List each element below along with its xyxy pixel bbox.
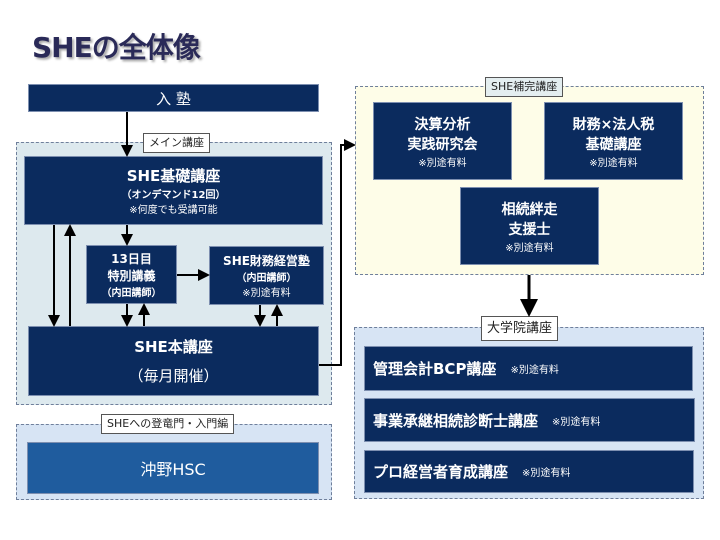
finance-note: ※別途有料 xyxy=(242,288,291,299)
graduate-item: 管理会計BCP講座 ※別途有料 xyxy=(364,346,693,391)
item-note: ※別途有料 xyxy=(589,157,638,169)
item-line1: 相続絆走 xyxy=(501,201,558,218)
item-line2: 基礎講座 xyxy=(585,136,642,153)
graduate-label: 大学院講座 xyxy=(481,316,559,341)
supplement-item: 決算分析 実践研究会 ※別途有料 xyxy=(373,102,512,180)
item-note: ※別途有料 xyxy=(418,157,467,169)
item-line1: 財務×法人税 xyxy=(572,116,655,133)
item-note: ※別途有料 xyxy=(510,365,559,376)
item-note: ※別途有料 xyxy=(522,468,571,479)
item-note: ※別途有料 xyxy=(505,242,554,254)
supplement-item: 相続絆走 支援士 ※別途有料 xyxy=(460,187,599,265)
item-line2: 実践研究会 xyxy=(407,136,478,153)
item-note: ※別途有料 xyxy=(552,416,601,428)
arrow-core-to-supplement xyxy=(319,139,356,366)
item-line2: 支援士 xyxy=(508,221,551,238)
main-course-label: メイン講座 xyxy=(143,133,210,153)
item-title: プロ経営者育成講座 xyxy=(373,463,509,481)
item-line1: 決算分析 xyxy=(414,116,471,133)
intro-label: SHEへの登竜門・入門編 xyxy=(101,414,235,434)
basic-note: ※何度でも受講可能 xyxy=(129,205,218,216)
special-lecture-box: 13日目 特別講義 （内田講師） xyxy=(86,245,177,304)
supplement-item: 財務×法人税 基礎講座 ※別途有料 xyxy=(544,102,683,180)
special-line3: （内田講師） xyxy=(101,288,162,299)
basic-title: SHE基礎講座 xyxy=(126,167,221,185)
entry-box: 入 塾 xyxy=(28,84,319,112)
supplement-label: SHE補完講座 xyxy=(485,77,564,97)
finance-sub: （内田講師） xyxy=(236,273,297,284)
okino-hsc-box: 沖野HSC xyxy=(27,442,319,494)
item-title: 管理会計BCP講座 xyxy=(373,360,497,378)
core-title: SHE本講座 xyxy=(134,338,213,356)
she-core-course-box: SHE本講座 （毎月開催） xyxy=(28,326,319,396)
page-title: SHEの全体像 xyxy=(32,31,201,64)
she-finance-school-box: SHE財務経営塾 （内田講師） ※別途有料 xyxy=(209,246,324,305)
she-basic-course-box: SHE基礎講座 （オンデマンド12回） ※何度でも受講可能 xyxy=(24,156,323,225)
basic-sub: （オンデマンド12回） xyxy=(121,190,226,201)
graduate-item: プロ経営者育成講座 ※別途有料 xyxy=(364,450,694,493)
special-line2: 特別講義 xyxy=(107,269,156,283)
item-title: 事業承継相続診断士講座 xyxy=(373,411,539,430)
core-sub: （毎月開催） xyxy=(128,367,219,385)
finance-title: SHE財務経営塾 xyxy=(223,254,310,268)
graduate-item: 事業承継相続診断士講座 ※別途有料 xyxy=(364,398,695,442)
special-line1: 13日目 xyxy=(111,252,152,266)
